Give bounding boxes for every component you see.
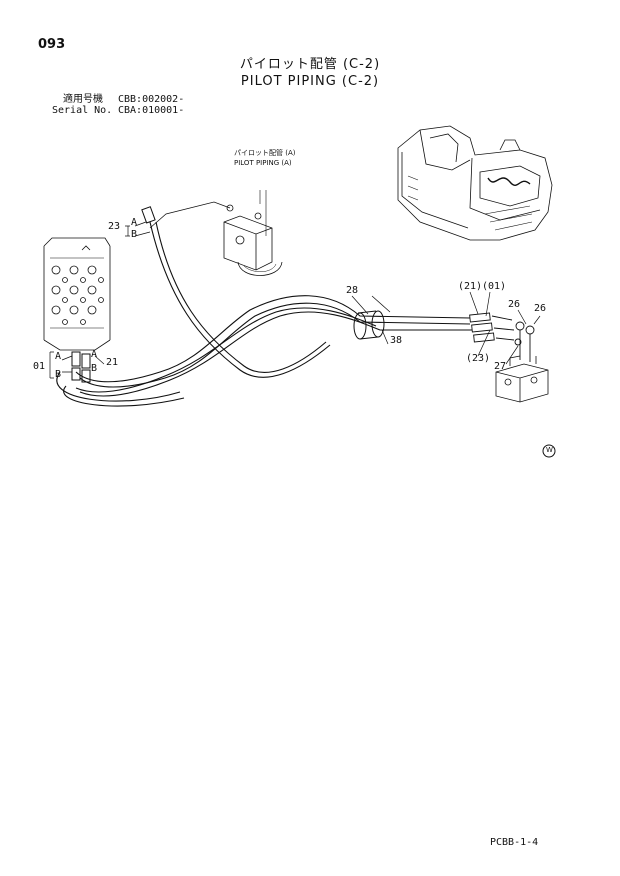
serial-jp-value: CBB:002002- [118, 94, 185, 105]
hose-clamp [353, 310, 385, 340]
callout-01-port-b: B [55, 369, 62, 380]
excavator-overview-image [397, 125, 553, 241]
w-mark-letter: W [546, 446, 553, 454]
leader-lines [49, 201, 541, 379]
callout-38: 38 [390, 335, 403, 346]
fitting-23 [141, 206, 156, 224]
callout-21-port-b: B [91, 363, 98, 374]
left-port-fittings [71, 351, 91, 383]
callout-reference-en: PILOT PIPING (A) [234, 159, 292, 167]
callout-23-port-b: B [131, 229, 138, 240]
footer-code: PCBB-1-4 [490, 837, 539, 848]
serial-en-label: Serial No. [52, 105, 113, 116]
callout-26-left: 26 [508, 299, 521, 310]
serial-jp-label: 適用号機 [63, 94, 103, 105]
hose-lines [56, 221, 472, 407]
callout-23-port-a: A [131, 217, 138, 228]
callout-26-right: 26 [534, 303, 547, 314]
hose-fittings [469, 312, 535, 362]
callout-21-paren: (21) [458, 281, 483, 292]
callout-23-paren: (23) [466, 353, 491, 364]
pilot-valve-block [43, 237, 111, 351]
callout-23: 23 [108, 221, 121, 232]
page-number: 093 [38, 37, 66, 52]
reference-bracket [223, 190, 283, 276]
title-english: PILOT PIPING (C-2) [240, 74, 380, 89]
callout-01-port-a: A [55, 351, 62, 362]
callout-21: 21 [106, 357, 119, 368]
callout-28: 28 [346, 285, 359, 296]
valve-mount-bracket [495, 355, 549, 403]
callout-27: 27 [494, 361, 507, 372]
callout-reference-jp: パイロット配管 (A) [234, 149, 296, 157]
callout-21-port-a: A [91, 349, 98, 360]
callout-01: 01 [33, 361, 46, 372]
title-japanese: パイロット配管 (C-2) [239, 57, 381, 72]
serial-en-value: CBA:010001- [118, 105, 185, 116]
callout-01-paren: (01) [482, 281, 507, 292]
w-mark-symbol [542, 444, 556, 458]
